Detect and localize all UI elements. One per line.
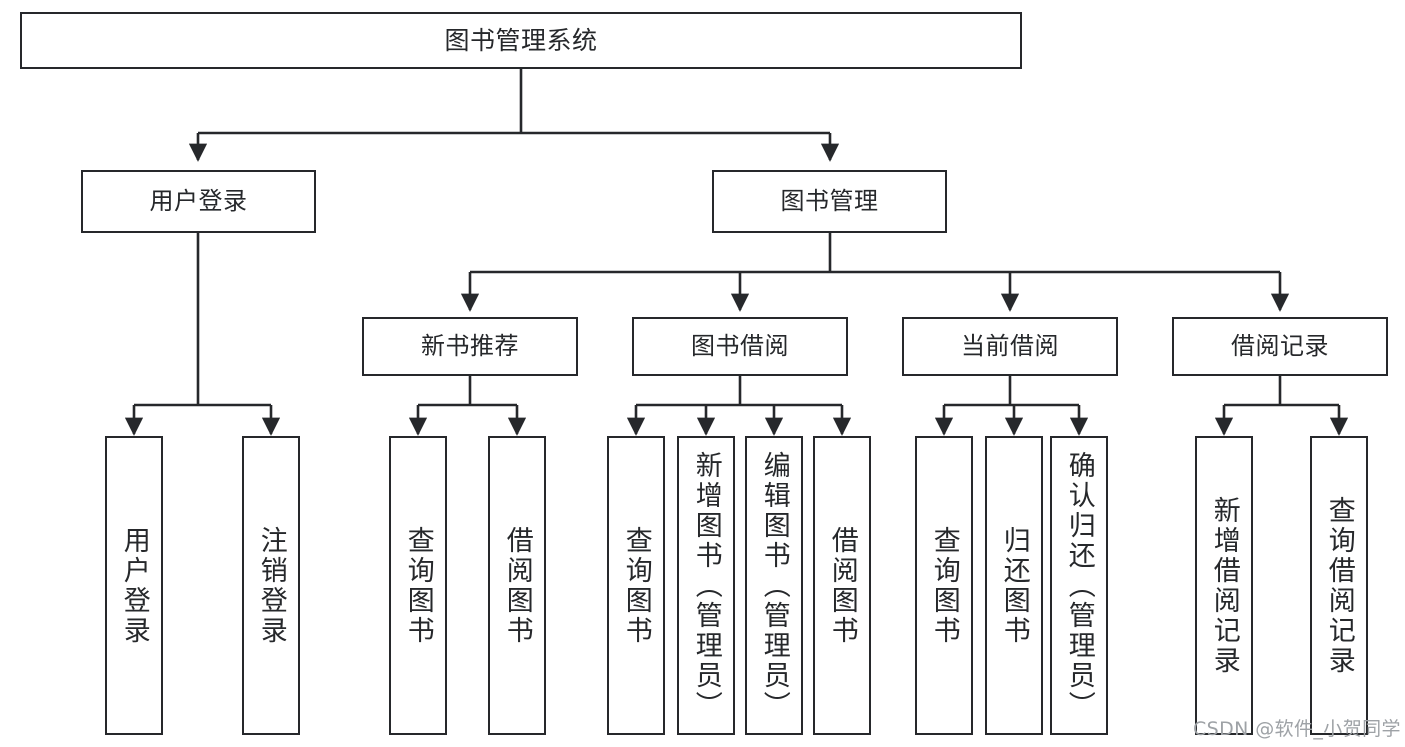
node-current-borrow[interactable]: 当前借阅 bbox=[902, 317, 1118, 376]
node-label: 新增图书（管理员） bbox=[690, 450, 722, 721]
node-label: 借阅图书 bbox=[826, 525, 858, 646]
node-label: 查询图书 bbox=[928, 525, 960, 646]
node-label: 编辑图书（管理员） bbox=[758, 450, 790, 721]
leaf-logout-login[interactable]: 注销登录 bbox=[242, 436, 300, 735]
leaf-borrow-book[interactable]: 借阅图书 bbox=[813, 436, 871, 735]
node-book-management[interactable]: 图书管理 bbox=[712, 170, 947, 233]
node-label: 图书借阅 bbox=[691, 332, 789, 361]
node-label: 查询图书 bbox=[402, 525, 434, 646]
node-book-borrow[interactable]: 图书借阅 bbox=[632, 317, 848, 376]
node-label: 当前借阅 bbox=[961, 332, 1059, 361]
node-label: 借阅记录 bbox=[1231, 332, 1329, 361]
leaf-add-book-admin[interactable]: 新增图书（管理员） bbox=[677, 436, 735, 735]
leaf-user-login[interactable]: 用户登录 bbox=[105, 436, 163, 735]
node-label: 用户登录 bbox=[118, 525, 150, 646]
leaf-query-book-new-recommend[interactable]: 查询图书 bbox=[389, 436, 447, 735]
node-label: 借阅图书 bbox=[501, 525, 533, 646]
node-borrow-record[interactable]: 借阅记录 bbox=[1172, 317, 1388, 376]
leaf-query-book-borrow[interactable]: 查询图书 bbox=[607, 436, 665, 735]
leaf-edit-book-admin[interactable]: 编辑图书（管理员） bbox=[745, 436, 803, 735]
leaf-query-book-current[interactable]: 查询图书 bbox=[915, 436, 973, 735]
leaf-confirm-return-admin[interactable]: 确认归还（管理员） bbox=[1050, 436, 1108, 735]
node-user-login[interactable]: 用户登录 bbox=[81, 170, 316, 233]
node-label: 确认归还（管理员） bbox=[1063, 450, 1095, 721]
node-label: 图书管理系统 bbox=[444, 25, 598, 55]
node-label: 新增借阅记录 bbox=[1208, 495, 1240, 676]
node-label: 用户登录 bbox=[149, 187, 248, 216]
node-label: 新书推荐 bbox=[421, 332, 519, 361]
node-label: 查询借阅记录 bbox=[1323, 495, 1355, 676]
leaf-query-borrow-record[interactable]: 查询借阅记录 bbox=[1310, 436, 1368, 735]
node-label: 查询图书 bbox=[620, 525, 652, 646]
node-label: 归还图书 bbox=[998, 525, 1030, 646]
csdn-watermark: CSDN @软件_小贺同学 bbox=[1193, 718, 1401, 740]
leaf-add-borrow-record[interactable]: 新增借阅记录 bbox=[1195, 436, 1253, 735]
node-label: 注销登录 bbox=[255, 525, 287, 646]
node-root-book-management-system[interactable]: 图书管理系统 bbox=[20, 12, 1022, 69]
leaf-borrow-book-new-recommend[interactable]: 借阅图书 bbox=[488, 436, 546, 735]
leaf-return-book[interactable]: 归还图书 bbox=[985, 436, 1043, 735]
node-new-book-recommend[interactable]: 新书推荐 bbox=[362, 317, 578, 376]
node-label: 图书管理 bbox=[780, 187, 879, 216]
